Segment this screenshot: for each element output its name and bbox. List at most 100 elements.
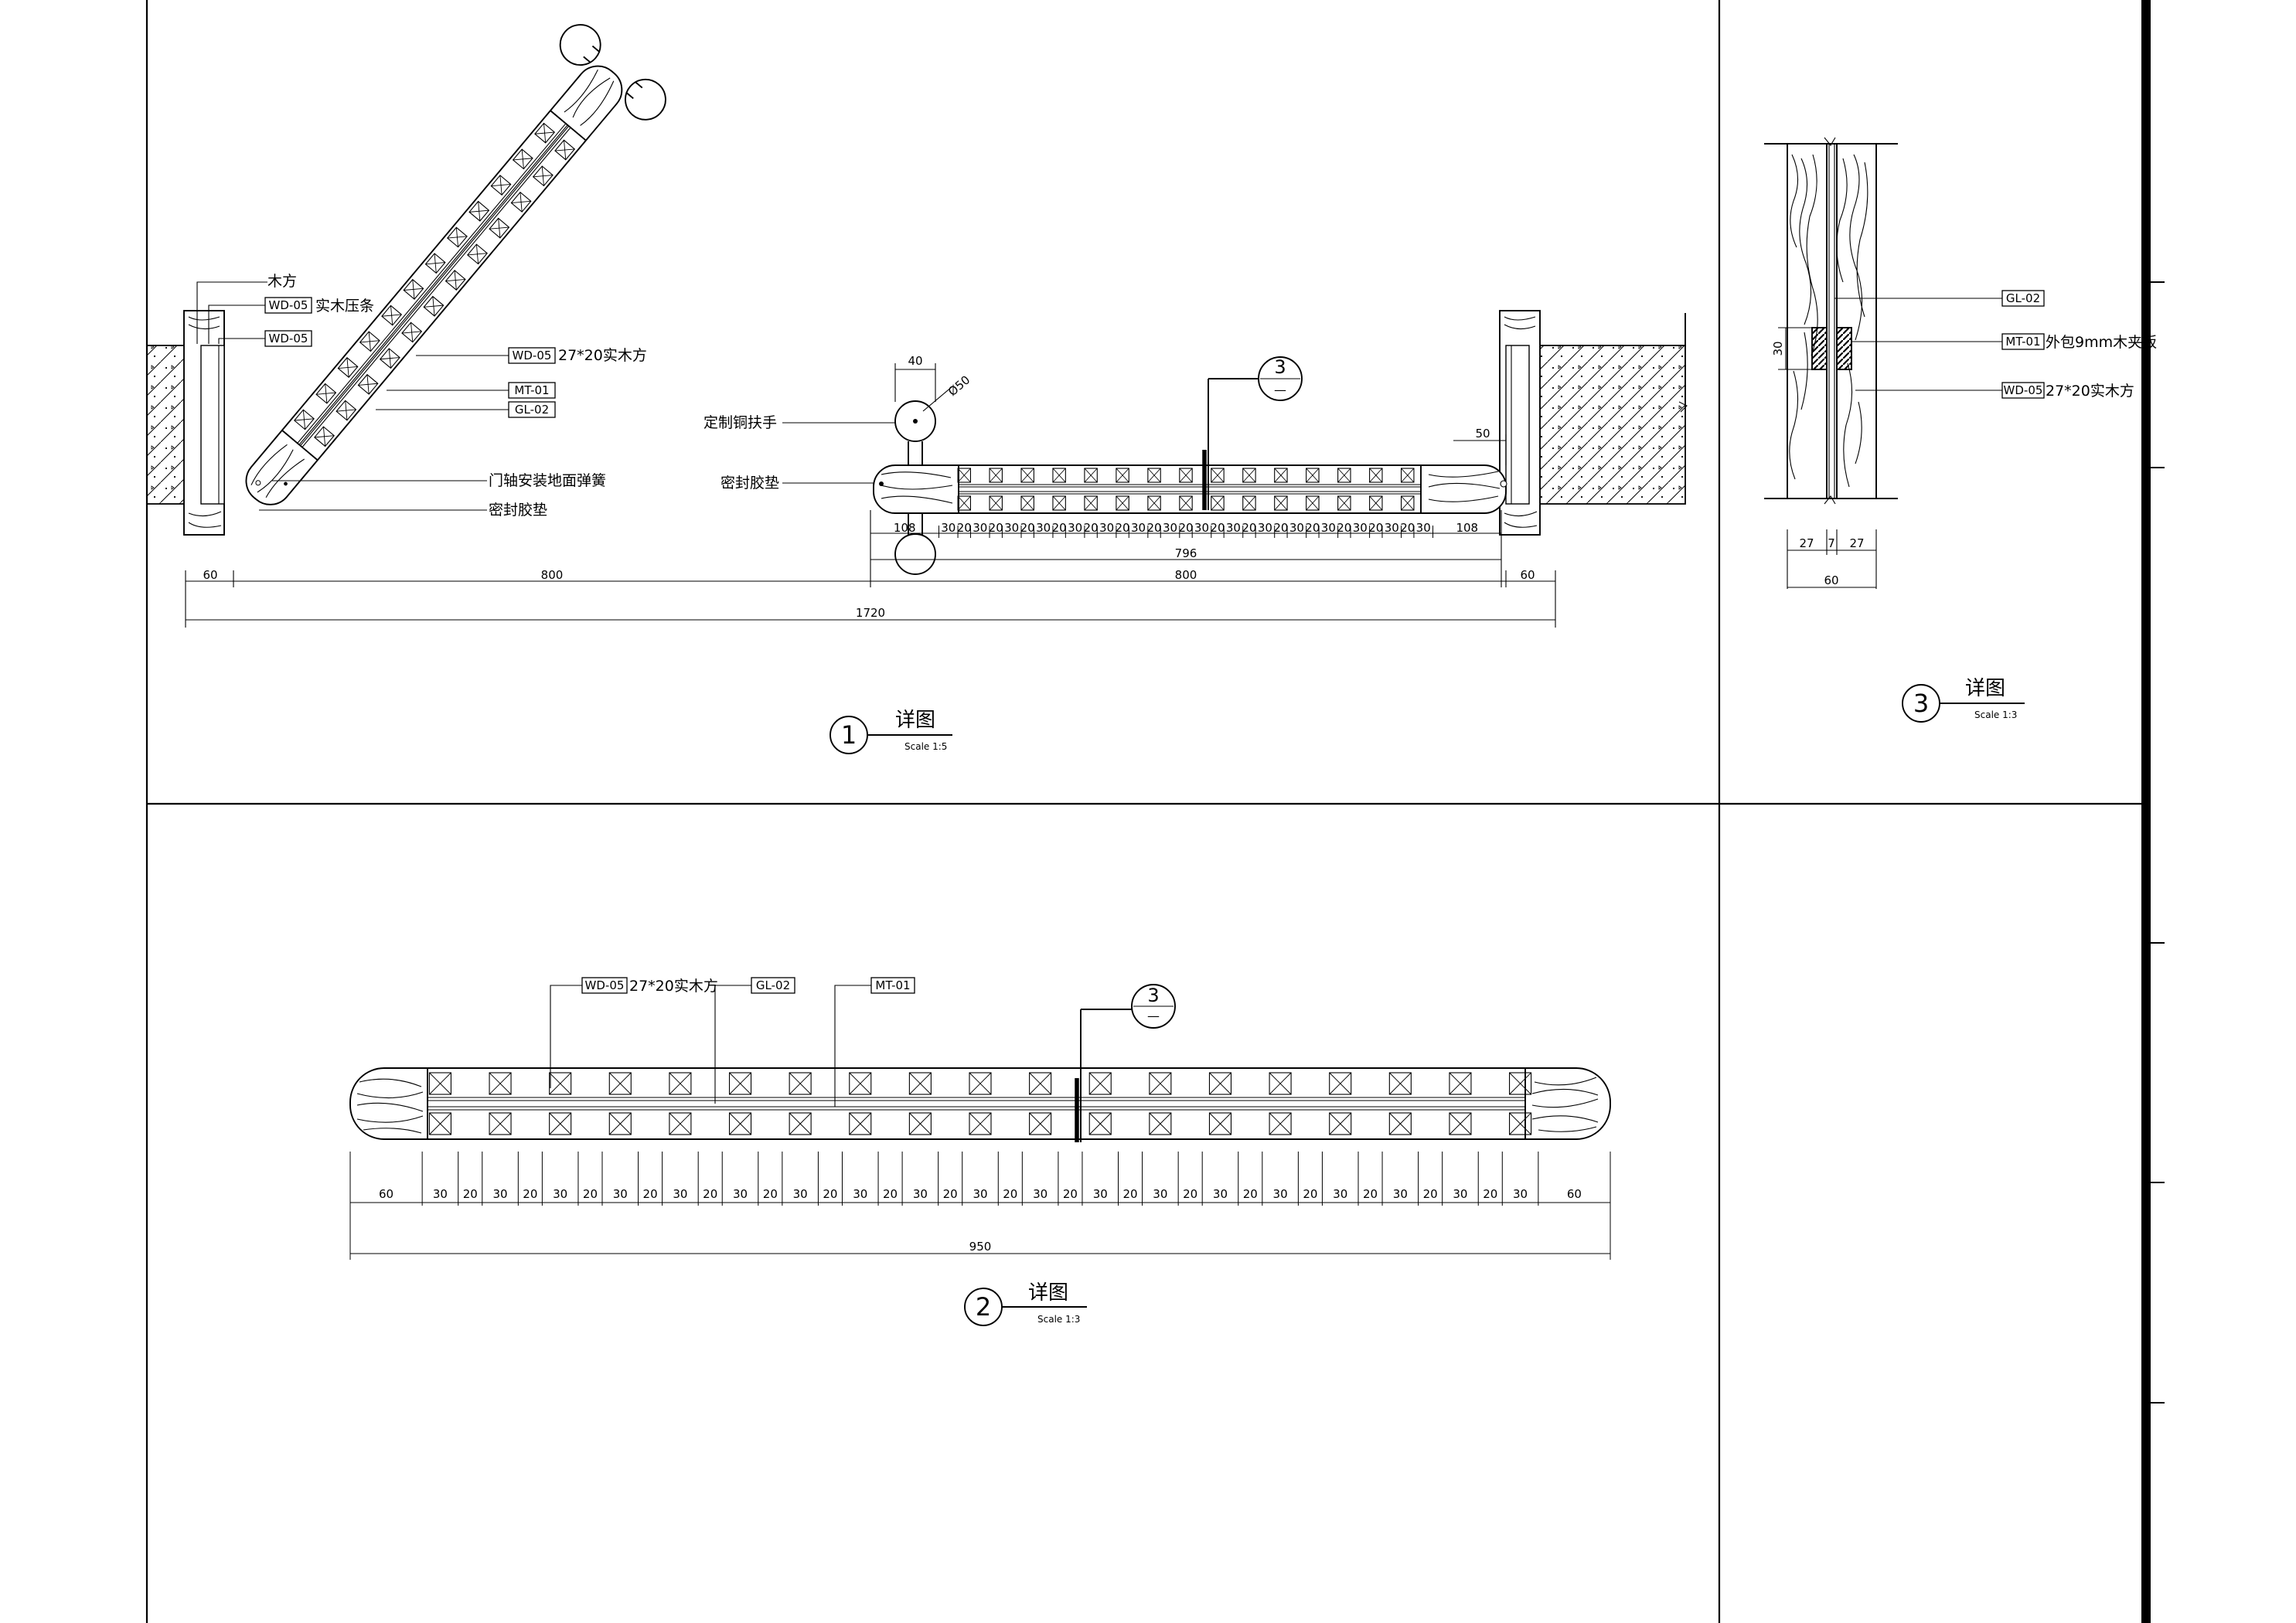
wood-square [357,373,379,395]
wood-square [1269,1112,1292,1135]
handle-width-dim: 40 [908,354,922,368]
section-marker-3b: 3 — [1080,984,1176,1142]
panel-dim: 20 [1337,521,1351,535]
detail-number: 1 [841,720,857,750]
section-dim: 20 [1483,1187,1497,1201]
section-dim: 30 [733,1187,748,1201]
panel-dim: 20 [1116,521,1130,535]
tag-wd05-a: WD-05 [269,298,308,312]
label-wood-block: 木方 [267,273,297,290]
panel-dim: 30 [1385,521,1399,535]
wood-square [728,1072,752,1095]
panel-dim: 30 [1163,521,1177,535]
wood-square [1401,468,1415,483]
tag-wd05-c: WD-05 [513,349,552,362]
detail-title: 详图 [1028,1281,1068,1305]
panel-dim: 30 [1258,521,1272,535]
wood-square [1084,495,1098,511]
wood-square [381,305,403,326]
section-dim: 30 [1393,1187,1408,1201]
wood-square [728,1112,752,1135]
wood-square [989,468,1003,483]
handle-dia-dim: Ø50 [945,373,973,399]
wood-square [1179,495,1193,511]
leaders-left: 木方 WD-05 实木压条 WD-05 [196,273,374,347]
wood-square [1088,1112,1112,1135]
detail-1-title: 1 详图 Scale 1:5 [829,709,952,754]
dim-total-1720: 1720 [856,606,885,620]
wood-square [532,165,554,187]
marker-sheet: — [1147,1009,1160,1023]
detail-number: 2 [976,1292,991,1322]
wood-square [669,1112,692,1135]
section-dim: 30 [913,1187,928,1201]
wood-square [1269,1072,1292,1095]
tag-gl02: GL-02 [756,978,790,992]
wood-square [467,243,488,265]
tag-wd05-b: WD-05 [269,332,308,345]
wood-square [849,1072,872,1095]
wood-square [1149,1072,1172,1095]
panel-dim: 108 [1456,521,1478,535]
tag-wd05: WD-05 [2004,383,2043,397]
wood-square [849,1112,872,1135]
section-dim: 30 [673,1187,687,1201]
dim-60-right: 60 [1520,568,1535,582]
dim-800-left: 800 [541,568,564,582]
wood-square [294,409,315,430]
wood-square [1274,495,1288,511]
wood-square [789,1112,812,1135]
marker-number: 3 [1147,985,1159,1006]
section-dim: 30 [1273,1187,1288,1201]
detail-2-title: 2 详图 Scale 1:3 [964,1281,1087,1326]
wood-square [1242,468,1256,483]
wood-square [1084,468,1098,483]
section-dim: 30 [793,1187,808,1201]
panel-dim: 20 [1210,521,1225,535]
section-dim: 30 [1213,1187,1228,1201]
wood-square [1401,495,1415,511]
label-solid-square: 27*20实木方 [629,978,718,995]
door-leaf-open [245,24,666,505]
dim-total-60: 60 [1824,573,1838,587]
wood-square [969,1072,992,1095]
wood-square [1242,495,1256,511]
panel-dim: 20 [1242,521,1256,535]
wood-square [445,270,466,291]
panel-dim: 30 [1099,521,1114,535]
wood-square [1369,495,1383,511]
panel-dim: 20 [1368,521,1383,535]
section-dim: 30 [1453,1187,1467,1201]
wood-square [908,1112,932,1135]
tag-wd05: WD-05 [585,978,625,992]
panel-dim: 20 [1052,521,1067,535]
section-dim: 20 [1183,1187,1197,1201]
sheet-frame [145,0,2165,1623]
tag-gl02: GL-02 [515,403,549,417]
wood-square [989,495,1003,511]
label-solid-square: 27*20实木方 [558,347,647,364]
label-mt01-note: 外包9mm木夹板 [2046,334,2157,351]
detail-scale: Scale 1:3 [1974,709,2017,720]
wood-square [489,1072,512,1095]
wood-square [1020,468,1034,483]
wood-square [969,1112,992,1135]
panel-dim: 20 [957,521,972,535]
section-dim: 20 [1243,1187,1258,1201]
wood-square [1147,495,1161,511]
wood-square [1211,495,1225,511]
section-dim: 30 [1333,1187,1347,1201]
panel-dim: 20 [1305,521,1320,535]
wood-square [512,148,533,170]
section-dim: 30 [1033,1187,1048,1201]
panel-dim: 30 [941,521,956,535]
wood-square [314,426,335,447]
gap-dim: 50 [1475,427,1490,441]
wood-square [1116,468,1129,483]
leaders-diagonal: WD-05 27*20实木方 MT-01 GL-02 门轴安装地面弹簧 密封胶垫 [259,347,647,519]
panel-dim: 20 [1146,521,1161,535]
section-dim: 20 [523,1187,537,1201]
panel-dim: 30 [973,521,987,535]
